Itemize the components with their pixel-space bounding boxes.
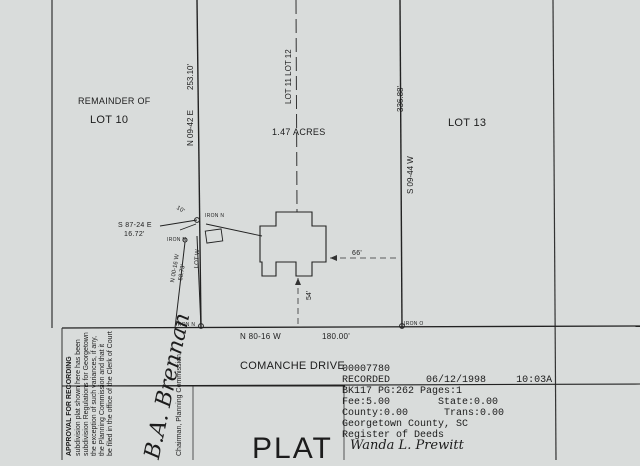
shed-outline <box>204 228 224 244</box>
sw-distance: 16.72' <box>124 231 145 238</box>
approval-line-1: subdivision plat shown here has been <box>75 339 82 456</box>
west-line-bearing: N 09-42 E <box>186 109 195 146</box>
county-value: County:0.00 <box>342 408 409 419</box>
east-line-distance: 336.88' <box>396 86 405 112</box>
recorded-label: RECORDED <box>342 375 391 386</box>
fee-value: Fee:5.00 <box>342 397 391 408</box>
remainder-of-label: REMAINDER OF <box>78 96 151 106</box>
east-line-bearing: S 09-44 W <box>406 156 415 194</box>
setback-east-arrowhead <box>330 255 337 261</box>
register-of-deeds: Register of Deeds <box>342 430 445 441</box>
recorded-time: 10:03A <box>516 375 553 386</box>
trans-value: Trans:0.00 <box>444 408 505 419</box>
book-page: BK117 PG:262 Pages:1 <box>342 386 463 397</box>
county-name: Georgetown County, SC <box>342 419 469 430</box>
approval-line-5: be filed in the office of the Clerk of C… <box>107 331 114 456</box>
lot-11-12-label: LOT 11 LOT 12 <box>284 49 293 104</box>
east-property-line <box>399 0 403 329</box>
west-line-distance: 253.10' <box>186 64 195 90</box>
iron-pin-se-label: IRON O <box>404 321 424 327</box>
sw-bearing: S 87-24 E <box>118 222 152 229</box>
lot-10-label: LOT 10 <box>90 114 129 126</box>
iron-pin-se <box>399 323 405 329</box>
approval-heading: APPROVAL FOR RECORDING <box>66 356 73 456</box>
comanche-drive-label: COMANCHE DRIVE <box>240 360 346 372</box>
iron-pin-sw-label: IRON N <box>176 322 196 328</box>
border-right <box>552 0 557 460</box>
iron-pin-nw <box>194 217 200 223</box>
approval-line-3: the exception of such variances, if any, <box>91 335 98 456</box>
recorded-date: 06/12/1998 <box>426 375 487 386</box>
state-value: State:0.00 <box>438 397 499 408</box>
approval-line-2: subdivision Regulations for Georgetown <box>83 332 90 456</box>
lot-w-east-line <box>196 235 202 329</box>
fee-line: Fee:5.00 State:0.00 <box>342 397 498 408</box>
south-property-line <box>61 325 640 329</box>
sw-bearing-line <box>159 219 198 227</box>
house-footprint <box>259 211 327 277</box>
setback-south-label: 54' <box>306 290 313 300</box>
county-line: County:0.00 Trans:0.00 <box>342 408 504 419</box>
record-number: 00007780 <box>342 364 391 375</box>
south-line-distance: 180.00' <box>322 332 351 341</box>
iron-pin-w <box>182 237 188 243</box>
short-leg-line <box>179 223 197 231</box>
lot-13-label: LOT 13 <box>448 117 487 129</box>
lot-divider-line <box>295 0 298 213</box>
acres-label: 1.47 ACRES <box>272 127 326 137</box>
driveway-line <box>205 223 263 237</box>
setback-east-label: 66' <box>352 250 363 257</box>
setback-south-arrowhead <box>295 278 301 285</box>
lot-w-west-line <box>174 241 186 329</box>
iron-pin-nw-label: IRON N <box>205 213 225 219</box>
west-property-line <box>196 0 202 329</box>
plat-title: PLAT <box>252 432 333 465</box>
iron-pin-w-label: IRON N <box>167 237 187 243</box>
register-signature: Wanda L. Prewitt <box>350 438 464 453</box>
approval-line-4: the Planning Commission and that it <box>99 343 106 456</box>
south-line-bearing: N 80-16 W <box>240 332 281 341</box>
recorded-line: RECORDED 06/12/1998 10:03A <box>342 375 552 386</box>
iron-pin-sw <box>198 323 204 329</box>
